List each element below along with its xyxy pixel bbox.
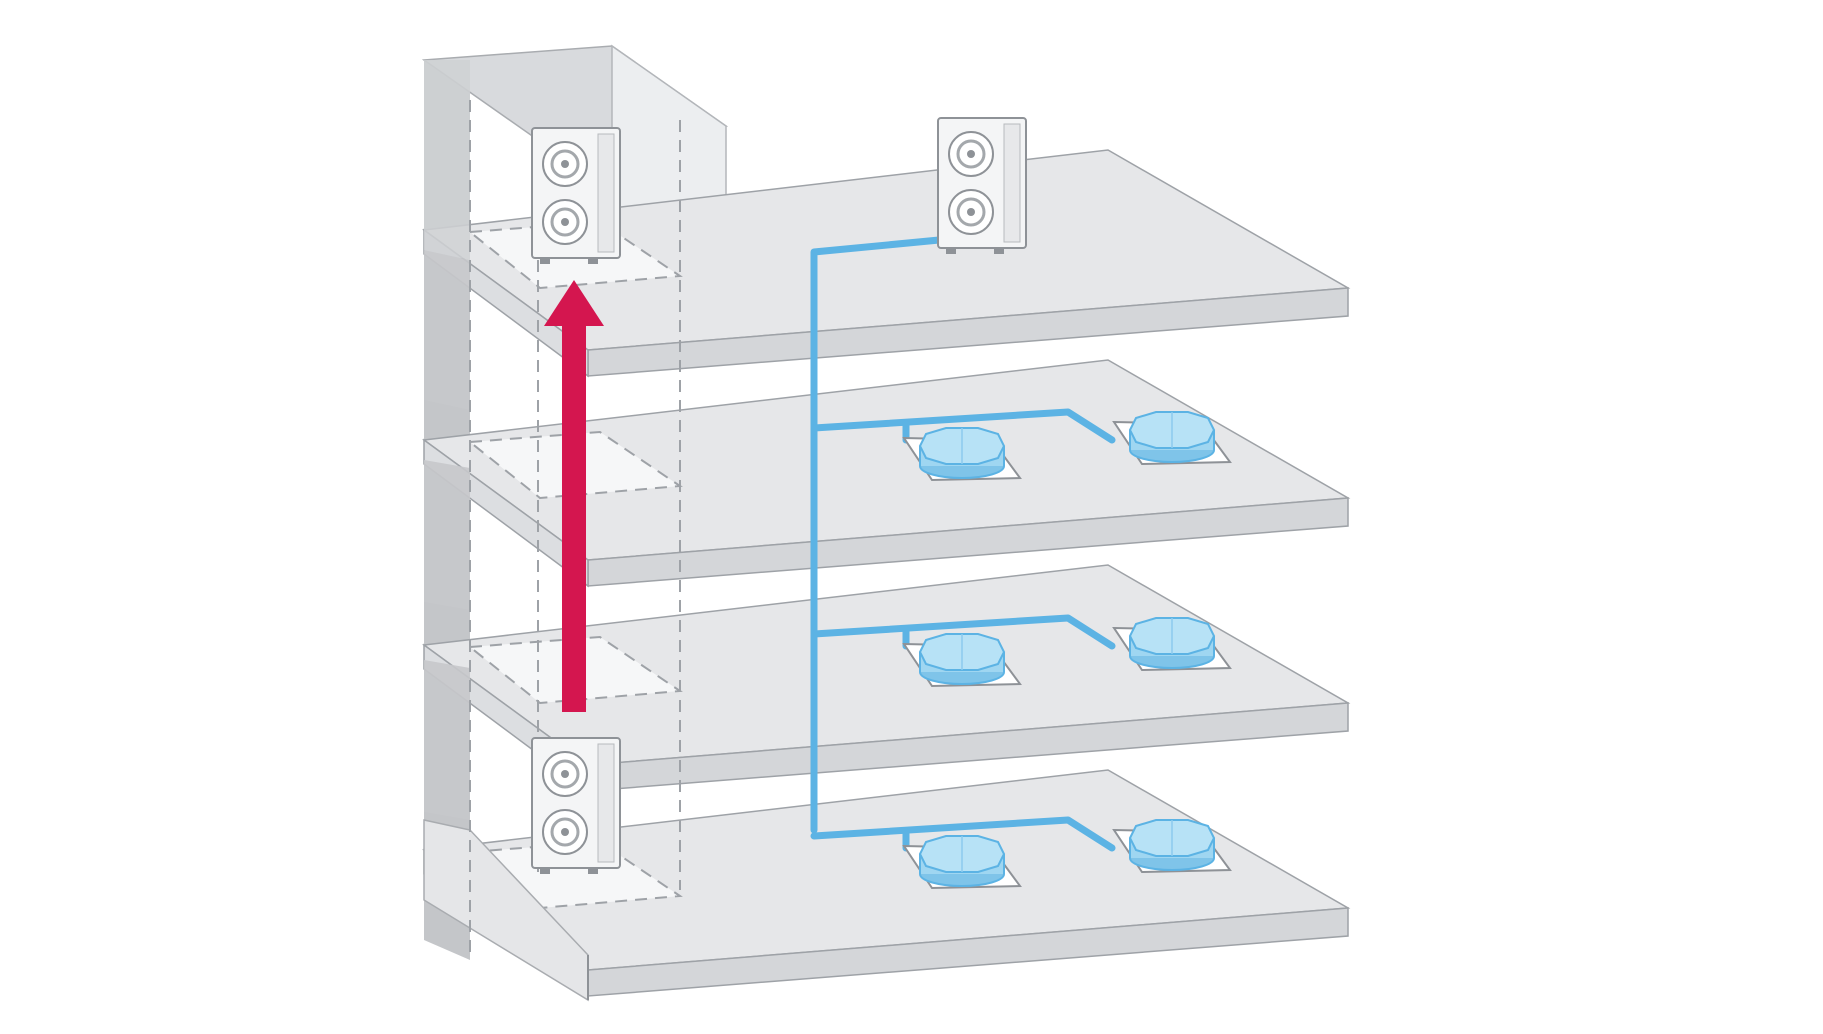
outdoor-unit-rooftop (936, 116, 1028, 256)
shaft-front-mid (424, 460, 470, 610)
branch-pipe-floor-3 (810, 816, 1116, 852)
branch-pipe-floor-2 (810, 614, 1116, 650)
arrow-head (544, 280, 604, 326)
arrow-shaft (562, 318, 586, 712)
branch-pipe-floor-1 (810, 408, 1116, 444)
shaft-dashed-outline (469, 100, 681, 960)
shaft-front-wall (424, 60, 470, 260)
outdoor-unit-icon (530, 126, 622, 266)
shaft-front-lower (424, 250, 470, 410)
floor-slab-floor-2 (422, 564, 1351, 793)
shaft-front (423, 60, 589, 1002)
outdoor-unit-shaft-top (530, 126, 622, 266)
outdoor-unit-icon (936, 116, 1028, 256)
outdoor-unit-icon (530, 736, 622, 876)
shaft-front-low (424, 660, 470, 820)
refrigerant-piping (810, 234, 1116, 852)
relocation-arrow (544, 280, 604, 712)
outdoor-unit-shaft-bottom (530, 736, 622, 876)
